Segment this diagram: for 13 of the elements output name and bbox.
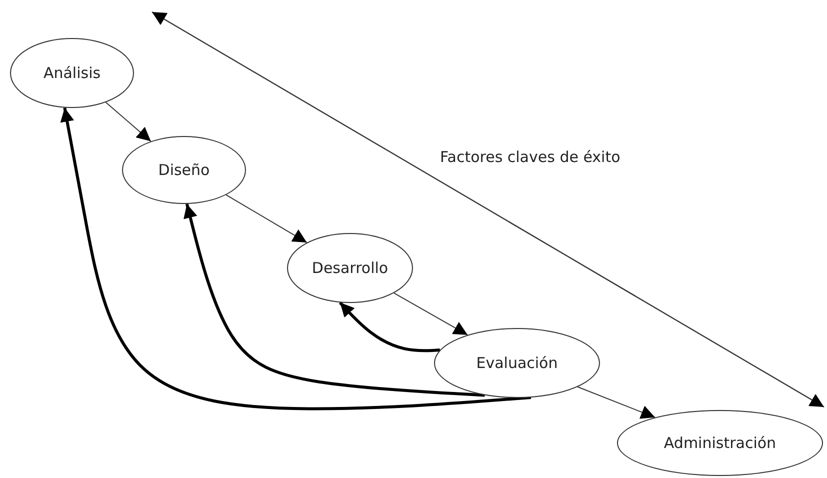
node-label: Evaluación <box>476 354 558 372</box>
annotation-text: Factores claves de éxito <box>440 148 620 166</box>
curved-arrow <box>184 204 485 397</box>
arrow <box>226 194 308 243</box>
node-label: Análisis <box>43 64 101 82</box>
node-label: Administración <box>664 434 776 452</box>
curved-arrow <box>60 107 532 410</box>
arrow <box>394 292 468 336</box>
node-label: Desarrollo <box>312 259 388 277</box>
node-label: Diseño <box>158 161 210 179</box>
arrow <box>577 386 656 419</box>
curved-arrow <box>338 302 440 352</box>
arrow <box>105 102 152 142</box>
